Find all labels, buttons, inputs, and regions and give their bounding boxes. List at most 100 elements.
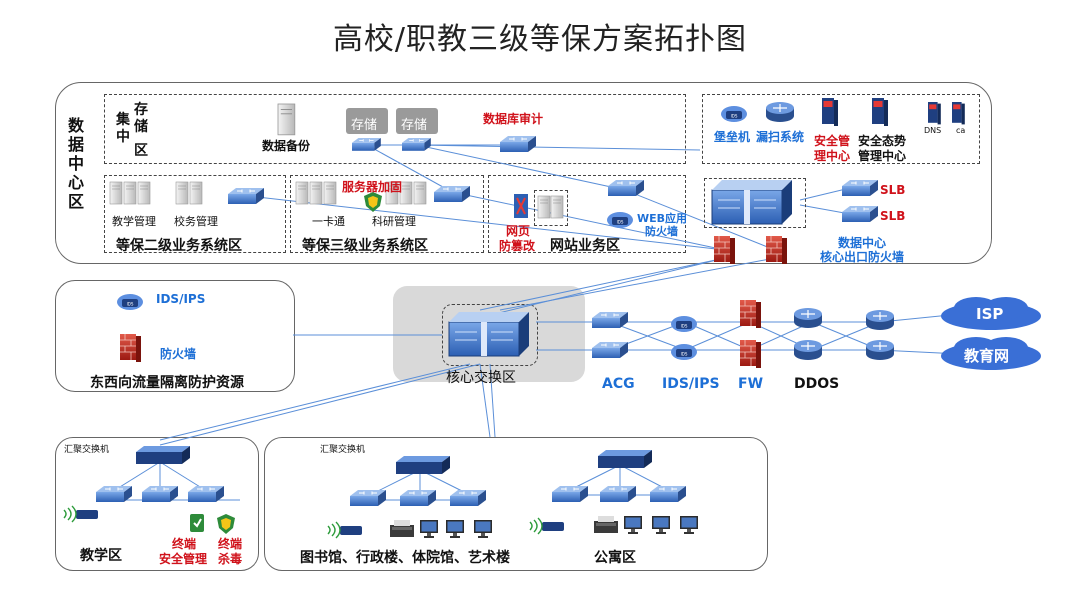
- library-switch-icon-3: [449, 489, 487, 507]
- ddos-icon-1: [793, 307, 823, 329]
- server-hardening-label: 服务器加固: [342, 180, 403, 194]
- storage-switch-icon-1: [351, 137, 382, 152]
- ew-firewall-icon: [119, 333, 142, 363]
- web-switch-icon: [607, 179, 645, 197]
- web-server-icon: [537, 195, 564, 219]
- teaching-switch-icon-3: [187, 485, 225, 503]
- backup-label: 数据备份: [262, 139, 311, 153]
- slb-icon-2: [841, 205, 879, 223]
- page-title: 高校/职教三级等保方案拓扑图: [332, 22, 748, 57]
- library-ap-icon: [327, 521, 363, 539]
- exit-firewall-icon-1: [713, 235, 736, 265]
- situation-label-1: 安全态势: [858, 134, 907, 148]
- sec-mgmt-icon: [822, 98, 838, 126]
- storage-label-c: 区: [134, 143, 148, 159]
- level2-label: 等保二级业务系统区: [116, 238, 242, 254]
- antivirus-label-1: 终端: [218, 537, 243, 551]
- card-label: 一卡通: [312, 215, 345, 228]
- dns-label: DNS: [924, 126, 942, 135]
- level3-label: 等保三级业务系统区: [302, 238, 428, 254]
- storage-label-1: 存储: [351, 118, 378, 133]
- storage-label-2: 存储: [401, 118, 428, 133]
- dorm-pc-icon-1: [624, 516, 642, 534]
- exit-firewall-icon-2: [765, 235, 788, 265]
- data-center-label: 数据中心区: [67, 116, 84, 211]
- edu-net-cloud-icon: [941, 337, 1041, 370]
- egress-ids-icon-2: [671, 344, 697, 360]
- db-audit-icon: [499, 135, 537, 153]
- bastion-label: 堡垒机: [714, 130, 751, 144]
- storage-box-1: [346, 108, 388, 134]
- anti-tamper-icon: [514, 194, 528, 218]
- dorm-switch-icon-2: [599, 485, 637, 503]
- anti-tamper-label-1: 网页: [506, 224, 531, 238]
- storage-zone: [104, 94, 686, 164]
- dorm-ap-icon: [529, 517, 565, 535]
- waf-label-2: 防火墙: [645, 225, 678, 238]
- level2-zone: [104, 175, 286, 253]
- school-mgmt-label: 校务管理: [174, 215, 218, 228]
- dorm-label: 公寓区: [594, 550, 636, 566]
- dorm-pc-icon-3: [680, 516, 698, 534]
- teaching-switch-icon-2: [141, 485, 179, 503]
- core-switch-icon: [448, 311, 530, 357]
- situation-icon: [872, 98, 888, 126]
- ew-ids-icon: [117, 294, 143, 310]
- antivirus-shield-icon: [217, 514, 235, 534]
- storage-switch-icon-2: [401, 137, 432, 152]
- level2-switch-icon: [227, 187, 265, 205]
- dorm-switch-icon-3: [649, 485, 687, 503]
- library-pc-icon-2: [446, 520, 464, 538]
- antivirus-label-2: 杀毒: [218, 552, 243, 566]
- egress-fw-icon-1: [739, 299, 762, 329]
- egress-ids-label: IDS/IPS: [662, 376, 720, 392]
- isp-cloud-icon: [941, 297, 1041, 330]
- dorm-printer-icon: [594, 516, 618, 533]
- router-icon-1: [865, 309, 895, 331]
- slb-label-2: SLB: [880, 209, 906, 223]
- scanner-icon: [765, 101, 795, 123]
- exit-fw-label-2: 核心出口防火墙: [820, 250, 905, 264]
- sec-mgmt-label-1: 安全管: [814, 134, 851, 148]
- dns-server-icon: [928, 102, 941, 125]
- anti-tamper-label-2: 防篡改: [499, 239, 536, 253]
- dorm-agg-switch-icon: [598, 450, 652, 468]
- slb-label-1: SLB: [880, 183, 906, 197]
- east-west-panel: [55, 280, 295, 392]
- edu-net-label: 教育网: [964, 347, 1010, 365]
- acg-icon-2: [591, 341, 629, 359]
- teaching-ap-icon: [63, 505, 99, 523]
- waf-label-1: WEB应用: [637, 212, 688, 225]
- level3-switch-icon: [433, 185, 471, 203]
- library-switch-icon-1: [349, 489, 387, 507]
- situation-label-2: 管理中心: [858, 149, 907, 163]
- library-pc-icon-3: [474, 520, 492, 538]
- egress-ids-icon-1: [671, 316, 697, 332]
- teaching-mgmt-server-icon: [109, 181, 151, 205]
- isp-label: ISP: [976, 305, 1004, 323]
- dc-core-switch-icon: [711, 179, 793, 225]
- backup-server-icon: [277, 103, 296, 136]
- egress-fw-label: FW: [738, 376, 764, 392]
- ca-server-icon: [952, 102, 965, 125]
- web-server-box: [534, 190, 568, 226]
- hardening-shield-icon: [364, 192, 382, 212]
- teaching-agg-switch-icon: [136, 446, 190, 464]
- ddos-label: DDOS: [794, 376, 840, 392]
- campus-agg-label: 汇聚交换机: [320, 445, 366, 455]
- router-icon-2: [865, 339, 895, 361]
- dc-core-box: [704, 178, 806, 228]
- teaching-label: 教学区: [80, 548, 122, 564]
- dorm-switch-icon-1: [551, 485, 589, 503]
- core-label: 核心交换区: [446, 370, 516, 386]
- library-switch-icon-2: [399, 489, 437, 507]
- storage-box-2: [396, 108, 438, 134]
- waf-icon: [607, 212, 633, 228]
- east-west-label: 东西向流量隔离防护资源: [90, 375, 244, 391]
- exit-fw-label-1: 数据中心: [838, 236, 887, 250]
- campus-panel: [264, 437, 768, 571]
- teaching-agg-label: 汇聚交换机: [64, 445, 110, 455]
- bastion-icon: [721, 106, 747, 122]
- research-label: 科研管理: [372, 215, 416, 228]
- sec-mgmt-label-2: 理中心: [814, 149, 851, 163]
